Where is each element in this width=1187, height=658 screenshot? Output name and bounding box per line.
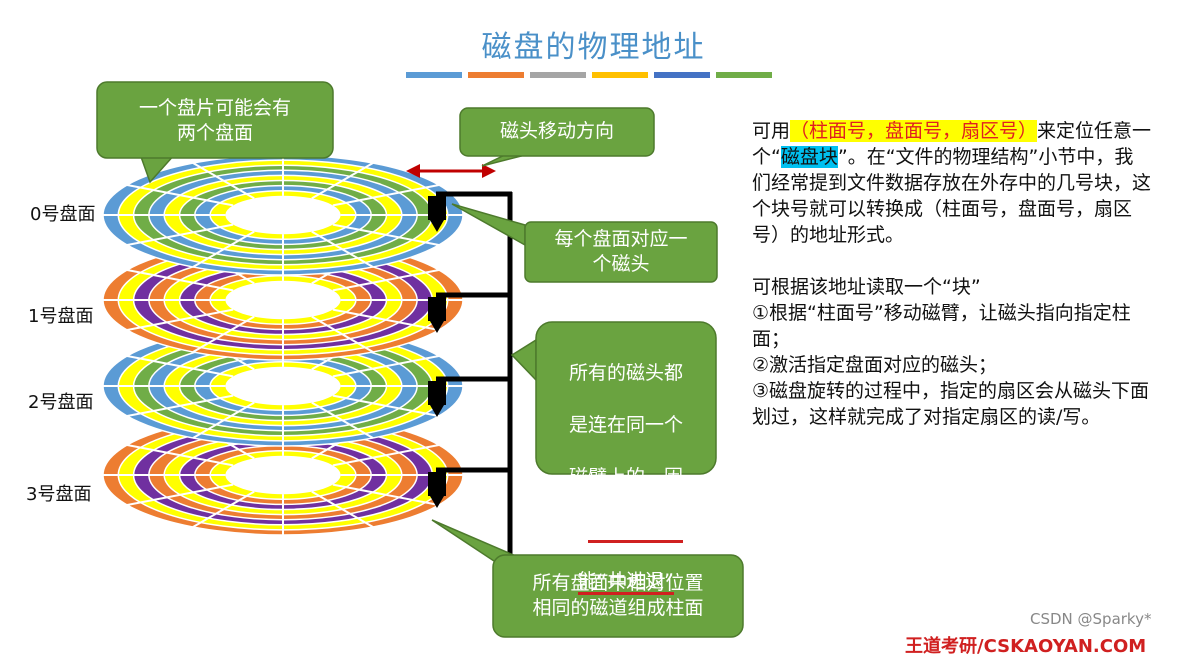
title-bar-segment	[716, 72, 772, 78]
page-title: 磁盘的物理地址	[481, 30, 706, 65]
platter	[102, 325, 464, 447]
explanation-step-2: ②激活指定盘面对应的磁头；	[752, 354, 998, 376]
platter	[102, 239, 464, 361]
platter-label-0: 0号盘面	[30, 204, 96, 225]
title-bar-segment	[530, 72, 586, 78]
read-write-head	[428, 381, 446, 417]
disk-arm	[436, 191, 513, 555]
title-bar-segment	[468, 72, 524, 78]
callout-box-cylinder	[492, 554, 744, 638]
callout-box-head	[524, 221, 718, 283]
read-write-head	[428, 472, 446, 508]
platter-label-3: 3号盘面	[26, 484, 92, 505]
callout-box-direction	[459, 107, 655, 157]
head-move-arrow	[406, 164, 496, 178]
callout-one-head-per-surface: 每个盘面对应一 个磁头	[554, 228, 688, 275]
callout-shared-arm: 所有的磁头都 是连在同一个 磁臂上的，因 此所有磁头只 能“共进退”	[536, 334, 716, 620]
read-write-head	[428, 196, 446, 232]
platter-label-1: 1号盘面	[28, 306, 94, 327]
platter-label-2: 2号盘面	[28, 392, 94, 413]
callout-box-two-surfaces	[96, 81, 334, 159]
title-bar-segment	[654, 72, 710, 78]
callout-tail-arm	[510, 338, 537, 382]
platter	[102, 414, 464, 536]
footer-brand: 王道考研/CSKAOYAN.COM	[905, 636, 1147, 657]
title-bar-segment	[406, 72, 462, 78]
title-color-bar	[406, 72, 772, 78]
callout-tail-head	[451, 203, 526, 247]
explanation-paragraph-2: 可根据该地址读取一个“块”	[752, 276, 981, 298]
disk-diagram	[96, 81, 744, 638]
explanation-step-1: ①根据“柱面号”移动磁臂，让磁头指向指定柱面；	[752, 302, 1131, 350]
callout-cylinder: 所有盘面中相对位置 相同的磁道组成柱面	[532, 572, 704, 619]
callout-box-arm	[535, 321, 717, 475]
platter	[102, 154, 464, 276]
watermark: CSDN @Sparky*	[1030, 610, 1152, 628]
read-write-head	[428, 297, 446, 333]
callout-two-surfaces: 一个盘片可能会有 两个盘面	[138, 97, 291, 144]
explanation-step-3: ③磁盘旋转的过程中，指定的扇区会从磁头下面划过，这样就完成了对指定扇区的读/写。	[752, 380, 1150, 428]
explanation-text: 可用（柱面号，盘面号，扇区号）来定位任意一个“磁盘块”。在“文件的物理结构”小节…	[752, 118, 1152, 430]
explanation-paragraph-1: 可用（柱面号，盘面号，扇区号）来定位任意一个“磁盘块”。在“文件的物理结构”小节…	[752, 120, 1152, 246]
callout-head-move-direction: 磁头移动方向	[499, 120, 614, 142]
title-bar-segment	[592, 72, 648, 78]
